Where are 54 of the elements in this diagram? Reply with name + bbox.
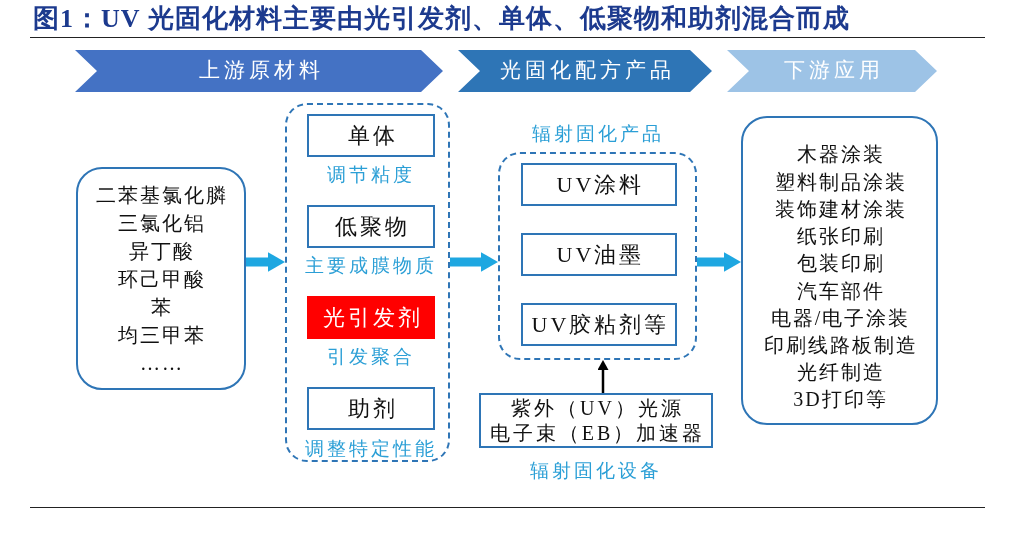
list-item: 二苯基氯化膦 xyxy=(96,182,228,208)
list-item: 装饰建材涂装 xyxy=(774,196,907,222)
component-label: 低聚物 xyxy=(335,212,410,241)
flow-arrow xyxy=(450,252,498,272)
component-label: 紫外（UV）光源 xyxy=(511,395,684,421)
stage-label: 光固化配方产品 xyxy=(499,58,675,84)
group-heading: 辐射固化产品 xyxy=(531,122,664,146)
component-label: 光引发剂 xyxy=(322,303,423,332)
list-item: 电器/电子涂装 xyxy=(770,305,911,331)
dashed-group xyxy=(285,103,450,462)
component-label: 电子束（EB）加速器 xyxy=(489,420,706,446)
arrow xyxy=(597,360,609,393)
flow-arrow xyxy=(246,252,285,272)
component-box xyxy=(521,163,677,206)
list-item: 包装印刷 xyxy=(796,251,885,277)
list-item: 苯 xyxy=(151,294,173,320)
component-label: UV涂料 xyxy=(556,170,645,199)
component-box xyxy=(521,233,677,276)
highlight-box xyxy=(307,296,435,339)
equipment-box xyxy=(479,393,713,448)
list-item: 环己甲酸 xyxy=(118,266,206,292)
list-item: 汽车部件 xyxy=(796,278,885,304)
component-box xyxy=(521,303,677,346)
stage-label: 下游应用 xyxy=(784,58,884,84)
list-item: 三氯化铝 xyxy=(118,210,206,236)
list-item: 印刷线路板制造 xyxy=(763,332,918,358)
list-item: 光纤制造 xyxy=(796,360,885,386)
stage-label: 上游原材料 xyxy=(198,58,324,84)
component-box xyxy=(307,205,435,248)
list-item: 塑料制品涂装 xyxy=(774,169,907,195)
component-label: UV油墨 xyxy=(556,240,645,269)
component-label: 助剂 xyxy=(347,394,398,423)
function-note: 调节粘度 xyxy=(327,163,415,187)
stage-banner xyxy=(458,50,712,92)
list-item: 异丁酸 xyxy=(129,238,195,264)
figure-title: 图1：UV 光固化材料主要由光引发剂、单体、低聚物和助剂混合而成 xyxy=(33,4,850,34)
component-label: UV胶粘剂等 xyxy=(531,310,670,339)
function-note: 主要成膜物质 xyxy=(305,254,437,278)
flow-arrow xyxy=(697,252,741,272)
group-caption: 辐射固化设备 xyxy=(530,459,662,483)
function-note: 引发聚合 xyxy=(327,345,415,369)
list-item: 木器涂装 xyxy=(796,142,885,168)
stage-banner xyxy=(75,50,443,92)
stage-banner xyxy=(727,50,937,92)
list-panel xyxy=(741,116,938,425)
list-item: …… xyxy=(140,350,184,376)
component-box xyxy=(307,114,435,157)
list-panel xyxy=(76,167,246,390)
component-label: 单体 xyxy=(347,121,398,150)
list-item: 均三甲苯 xyxy=(118,322,206,348)
function-note: 调整特定性能 xyxy=(305,437,437,461)
component-box xyxy=(307,387,435,430)
list-item: 纸张印刷 xyxy=(796,224,885,250)
list-item: 3D打印等 xyxy=(793,387,888,413)
